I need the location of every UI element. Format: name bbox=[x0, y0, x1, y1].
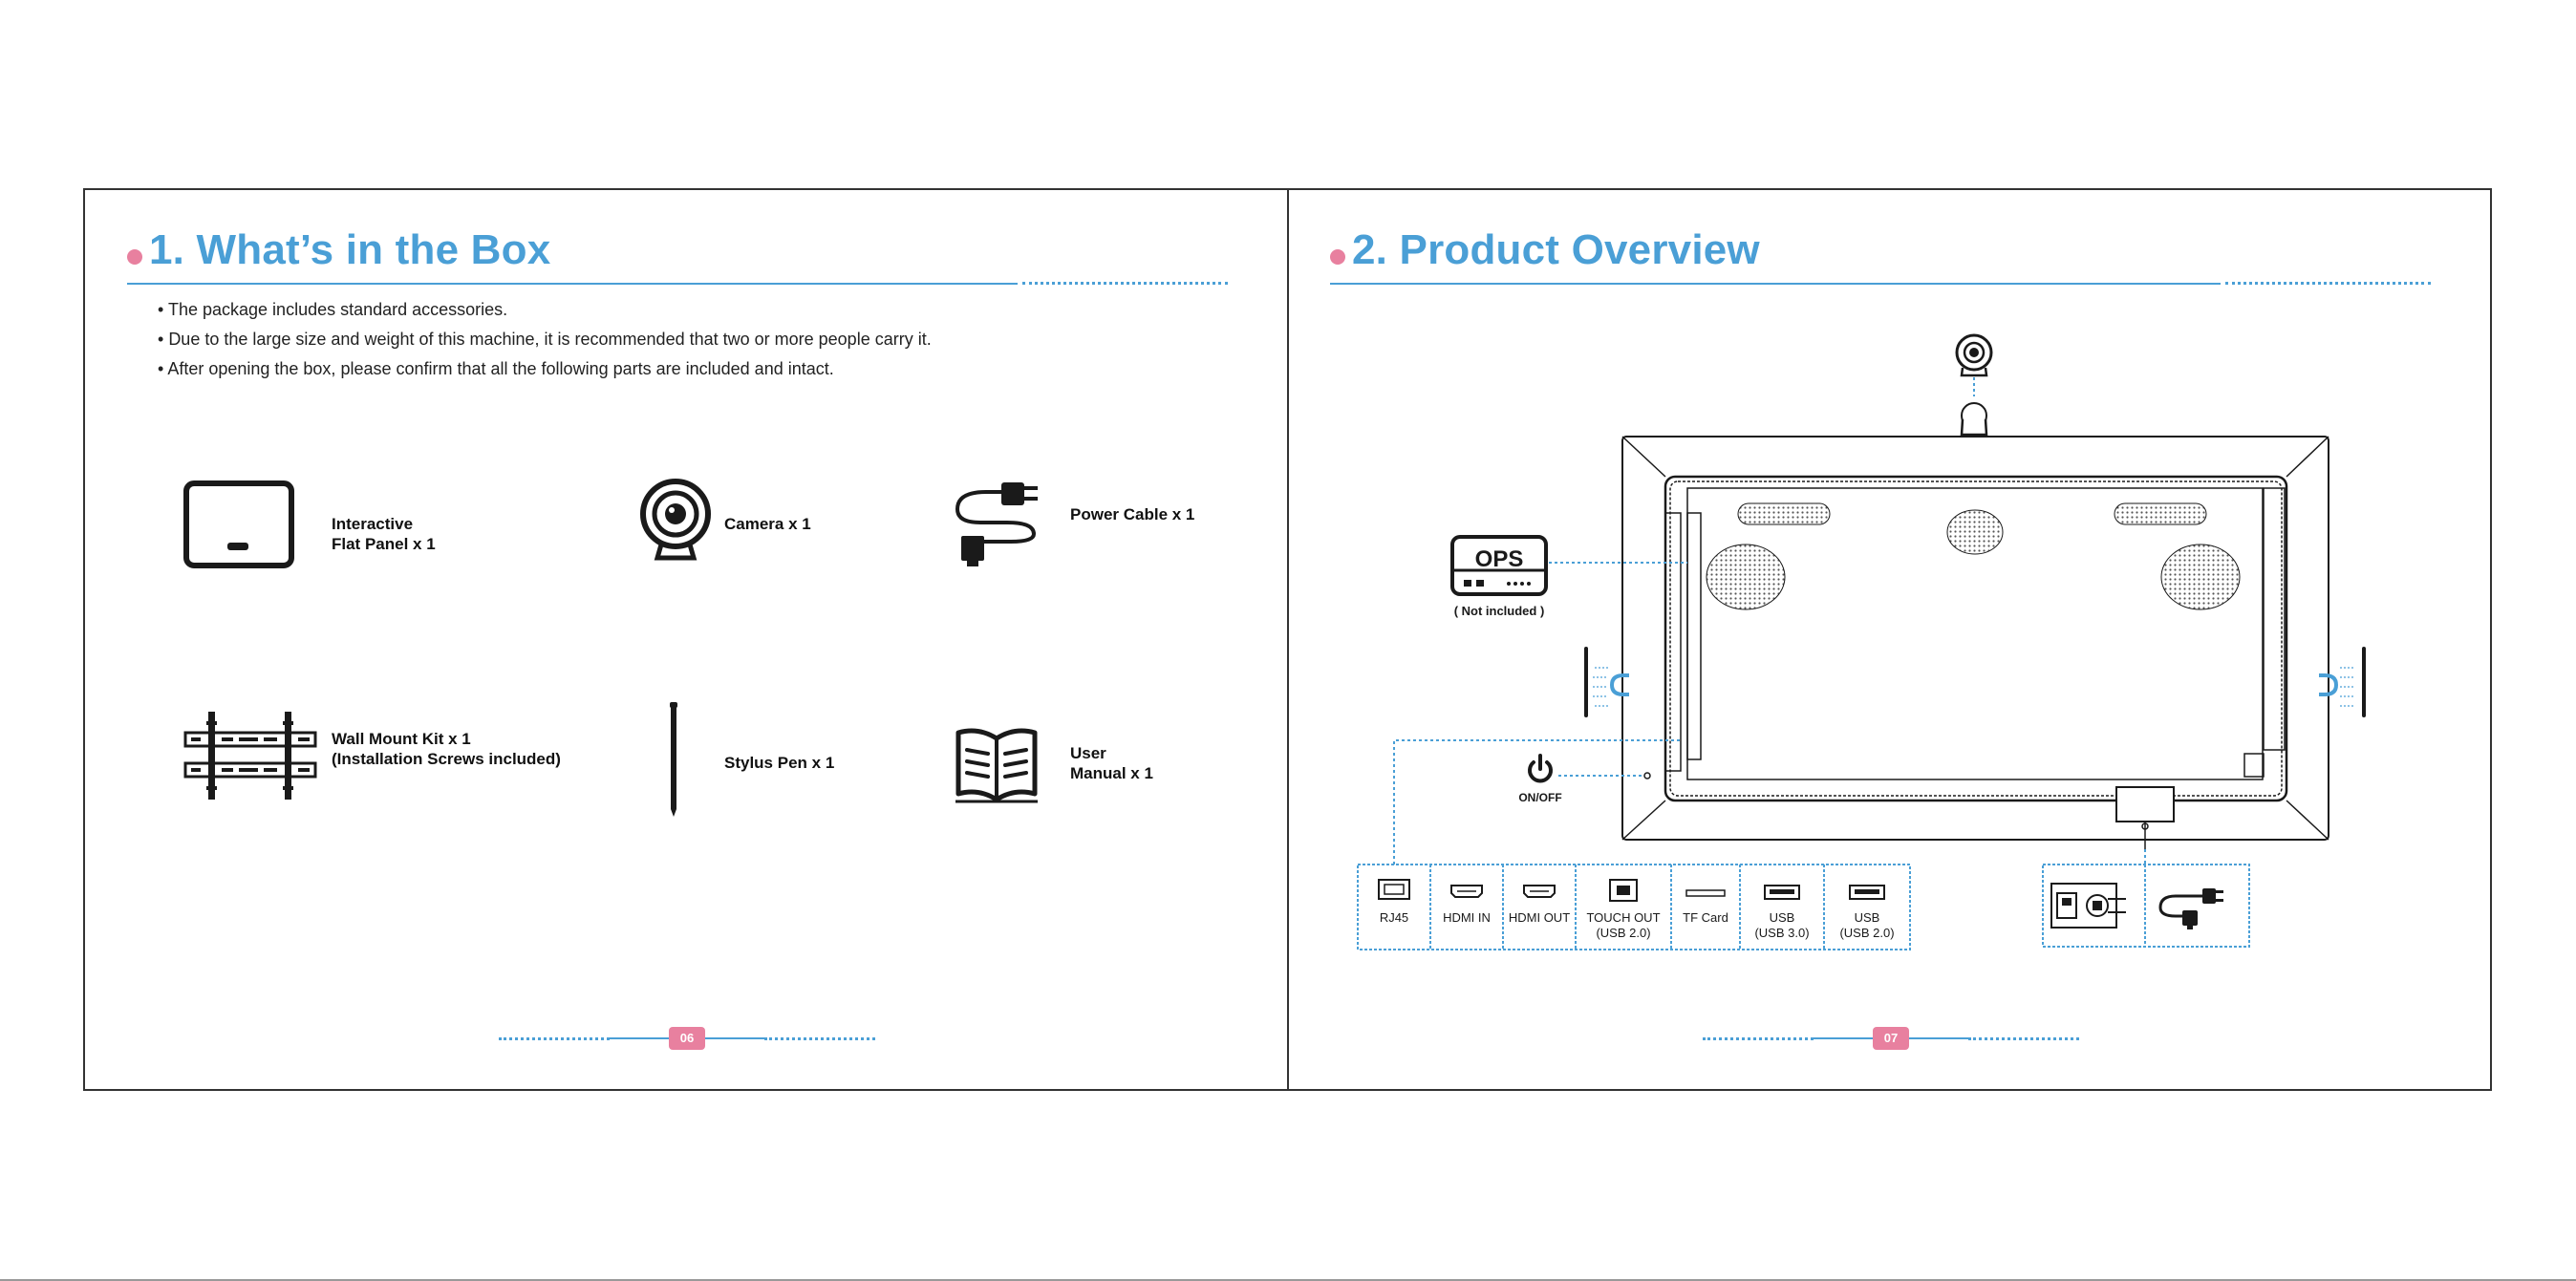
bottom-edge-line bbox=[0, 1279, 2576, 1281]
io-port-panel: RJ45 HDMI IN HDMI OUT TOUCH OUT (USB 2.0… bbox=[1357, 864, 1911, 950]
port-label-usb3-sub: (USB 3.0) bbox=[1754, 926, 1809, 940]
title-rule-dotted bbox=[1022, 282, 1228, 285]
item-label-power-cable: Power Cable x 1 bbox=[1070, 505, 1195, 523]
rj45-icon bbox=[1378, 879, 1410, 900]
pager-dots-left bbox=[1703, 1037, 1814, 1040]
hdmi-out-icon bbox=[1523, 885, 1556, 898]
port-label-touch-out: TOUCH OUT bbox=[1586, 910, 1660, 925]
port-label-hdmi-out: HDMI OUT bbox=[1509, 910, 1570, 925]
panel-rear-view bbox=[1621, 436, 2329, 849]
item-label-line: User bbox=[1070, 744, 1106, 762]
page-product-overview: 2. Product Overview bbox=[1287, 188, 2492, 1091]
port-label-usb2: USB bbox=[1855, 910, 1880, 925]
port-label-usb2-sub: (USB 2.0) bbox=[1839, 926, 1894, 940]
port-label-tf-card: TF Card bbox=[1683, 910, 1728, 925]
camera-icon bbox=[1955, 333, 1993, 437]
pager-line-right bbox=[705, 1037, 764, 1039]
ops-module: OPS ( Not included ) bbox=[1450, 535, 1687, 618]
hdmi-in-icon bbox=[1450, 885, 1483, 898]
item-label-wall-mount: Wall Mount Kit x 1 (Installation Screws … bbox=[332, 729, 561, 769]
camera-icon bbox=[636, 478, 715, 566]
section-title: 2. Product Overview bbox=[1352, 226, 1760, 273]
section-title: 1. What’s in the Box bbox=[149, 226, 551, 273]
item-label-line: Manual x 1 bbox=[1070, 764, 1153, 782]
power-port-panel bbox=[2042, 864, 2250, 948]
port-label-rj45: RJ45 bbox=[1380, 910, 1408, 925]
page-number-bar: 06 bbox=[499, 1027, 881, 1050]
port-label-hdmi-in: HDMI IN bbox=[1443, 910, 1491, 925]
user-manual-icon bbox=[954, 725, 1040, 810]
item-label-line: Flat Panel x 1 bbox=[332, 535, 436, 553]
pager-line-left bbox=[610, 1037, 669, 1039]
power-plug-icon bbox=[2158, 888, 2223, 929]
pager-dots-right bbox=[1968, 1037, 2079, 1040]
item-label-line: Interactive bbox=[332, 515, 414, 533]
page-number: 06 bbox=[669, 1027, 705, 1050]
page-whats-in-the-box: 1. What’s in the Box The package include… bbox=[83, 188, 1289, 1091]
item-label-line: Wall Mount Kit x 1 bbox=[332, 730, 471, 748]
wall-mount-icon bbox=[183, 710, 317, 806]
tf-card-icon bbox=[1685, 889, 1726, 897]
stylus-holder-left bbox=[1584, 647, 1629, 717]
product-overview-diagram: OPS ( Not included ) ON/OFF bbox=[1357, 333, 2366, 950]
pager-line-left bbox=[1814, 1037, 1873, 1039]
port-leader-line bbox=[1393, 739, 1680, 865]
pager-line-right bbox=[1909, 1037, 1968, 1039]
item-label-user-manual: User Manual x 1 bbox=[1070, 743, 1153, 783]
intro-bullet: Due to the large size and weight of this… bbox=[158, 325, 931, 354]
intro-bullet: After opening the box, please confirm th… bbox=[158, 354, 932, 384]
section-dot bbox=[1330, 249, 1345, 265]
title-rule-dotted bbox=[2225, 282, 2431, 285]
intro-bullet: The package includes standard accessorie… bbox=[158, 295, 932, 325]
onoff-label: ON/OFF bbox=[1518, 791, 1561, 804]
pager-dots-right bbox=[764, 1037, 875, 1040]
title-rule bbox=[127, 283, 1018, 285]
item-label-stylus: Stylus Pen x 1 bbox=[724, 754, 835, 772]
rocker-switch-icon bbox=[2050, 883, 2126, 929]
page-number: 07 bbox=[1873, 1027, 1909, 1050]
flat-panel-icon bbox=[183, 480, 294, 573]
page-number-bar: 07 bbox=[1703, 1027, 2085, 1050]
item-label-line: (Installation Screws included) bbox=[332, 750, 561, 768]
port-label-usb3: USB bbox=[1770, 910, 1795, 925]
intro-list: The package includes standard accessorie… bbox=[158, 295, 932, 384]
title-rule bbox=[1330, 283, 2221, 285]
item-label-flat-panel: Interactive Flat Panel x 1 bbox=[332, 514, 436, 554]
item-label-camera: Camera x 1 bbox=[724, 515, 811, 533]
power-button: ON/OFF bbox=[1518, 754, 1651, 804]
section-dot bbox=[127, 249, 142, 265]
usb-a-icon bbox=[1849, 885, 1885, 900]
usb-a-icon bbox=[1764, 885, 1800, 900]
ops-label: OPS bbox=[1475, 546, 1524, 572]
stylus-pen-icon bbox=[667, 700, 680, 825]
power-cable-icon bbox=[954, 479, 1041, 573]
port-label-touch-out-sub: (USB 2.0) bbox=[1596, 926, 1650, 940]
ops-not-included: ( Not included ) bbox=[1454, 604, 1545, 618]
stylus-holder-right bbox=[2319, 647, 2366, 717]
pager-dots-left bbox=[499, 1037, 610, 1040]
usb-b-icon bbox=[1609, 879, 1638, 902]
